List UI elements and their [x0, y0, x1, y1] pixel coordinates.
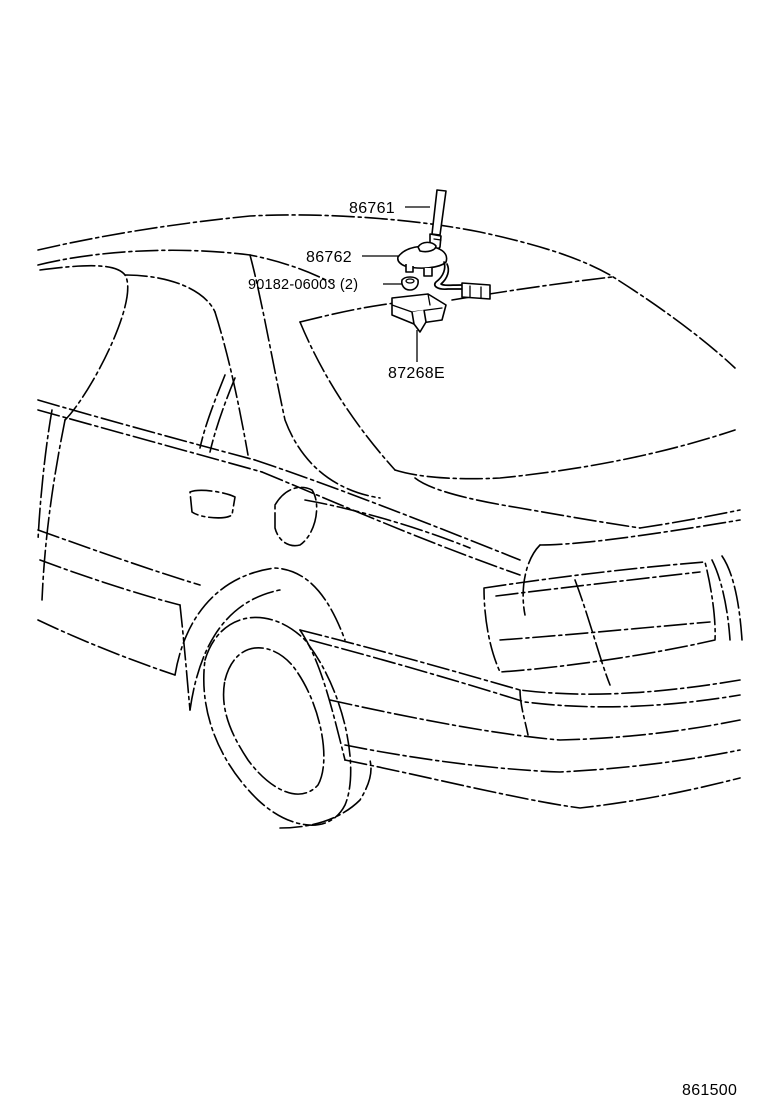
antenna-base-part	[397, 241, 491, 300]
nut-part	[401, 276, 419, 291]
part-label-86761: 86761	[349, 200, 395, 217]
bracket-part	[391, 293, 447, 333]
part-number-90182-06003: 90182-06003	[248, 277, 336, 293]
car-body-outline	[37, 214, 743, 829]
leader-lines	[362, 206, 430, 362]
part-label-87268e: 87268E	[388, 365, 445, 382]
part-label-86762: 86762	[306, 249, 352, 266]
illustration-code: 861500	[682, 1082, 737, 1099]
part-quantity: (2)	[340, 277, 358, 293]
part-label-90182-06003: 90182-06003 (2)	[248, 277, 358, 293]
antenna-rod-part	[429, 189, 447, 251]
